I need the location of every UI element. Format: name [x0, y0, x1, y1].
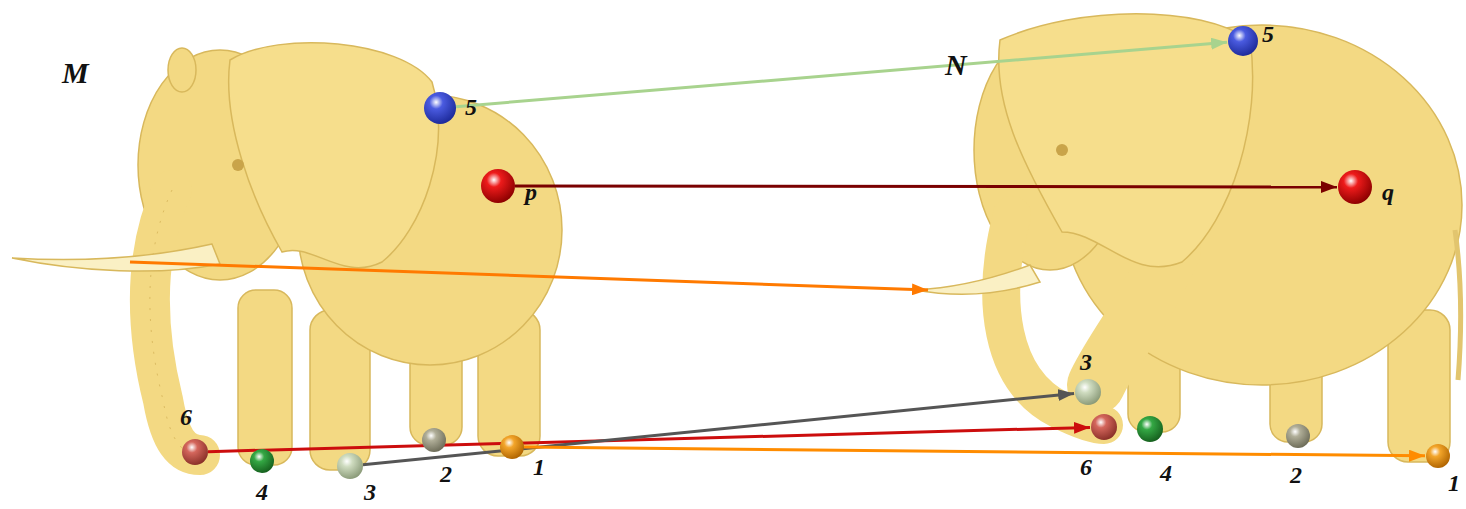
sphere-shape: [1338, 170, 1372, 204]
callout-number: 3: [1080, 350, 1092, 374]
callout-number: 1: [533, 455, 545, 479]
callout-number: q: [1382, 180, 1394, 204]
sphere-shape: [337, 453, 363, 479]
shape-name: M: [62, 58, 89, 88]
sphere-shape: [500, 435, 524, 459]
sphere-shape: [1137, 416, 1163, 442]
marker-sphere: 2: [422, 428, 446, 452]
elephant-m: [12, 43, 562, 470]
sphere-shape: [424, 92, 456, 124]
marker-sphere: 4: [1137, 416, 1163, 442]
marker-sphere: p: [481, 169, 515, 203]
correspondence-arrow: [515, 185, 1337, 189]
sphere-shape: [1286, 424, 1310, 448]
callout-number: 6: [1080, 455, 1092, 479]
callout-number: 2: [1290, 463, 1302, 487]
marker-sphere: 3: [1075, 379, 1101, 405]
marker-sphere: q: [1338, 170, 1372, 204]
marker-sphere: 6: [1091, 414, 1117, 440]
callout-number: 4: [1160, 461, 1172, 485]
correspondence-arrow: [524, 447, 1425, 456]
sphere-shape: [250, 449, 274, 473]
sphere-shape: [182, 439, 208, 465]
callout-number: 2: [440, 462, 452, 486]
sphere-shape: [1091, 414, 1117, 440]
elephant-n: [915, 14, 1462, 462]
callout-number: 6: [180, 405, 192, 429]
sphere-shape: [481, 169, 515, 203]
callout-number: 4: [256, 480, 268, 504]
marker-sphere: 2: [1286, 424, 1310, 448]
marker-sphere: 5: [1228, 26, 1258, 56]
shape-name: N: [945, 50, 967, 80]
sphere-shape: [422, 428, 446, 452]
correspondence-arrow: [456, 42, 1227, 106]
marker-sphere: 1: [500, 435, 524, 459]
sphere-shape: [1075, 379, 1101, 405]
trunk-arrow: [130, 262, 928, 290]
sphere-shape: [1426, 444, 1450, 468]
sphere-shape: [1228, 26, 1258, 56]
callout-number: p: [525, 180, 537, 204]
correspondence-arrow: [363, 393, 1074, 464]
callout-number: 3: [364, 480, 376, 504]
marker-sphere: 5: [424, 92, 456, 124]
marker-sphere: 1: [1426, 444, 1450, 468]
marker-sphere: 4: [250, 449, 274, 473]
callout-number: 5: [465, 95, 477, 119]
marker-sphere: 3: [337, 453, 363, 479]
callout-number: 1: [1448, 471, 1460, 495]
callout-number: 5: [1262, 22, 1274, 46]
marker-sphere: 6: [182, 439, 208, 465]
